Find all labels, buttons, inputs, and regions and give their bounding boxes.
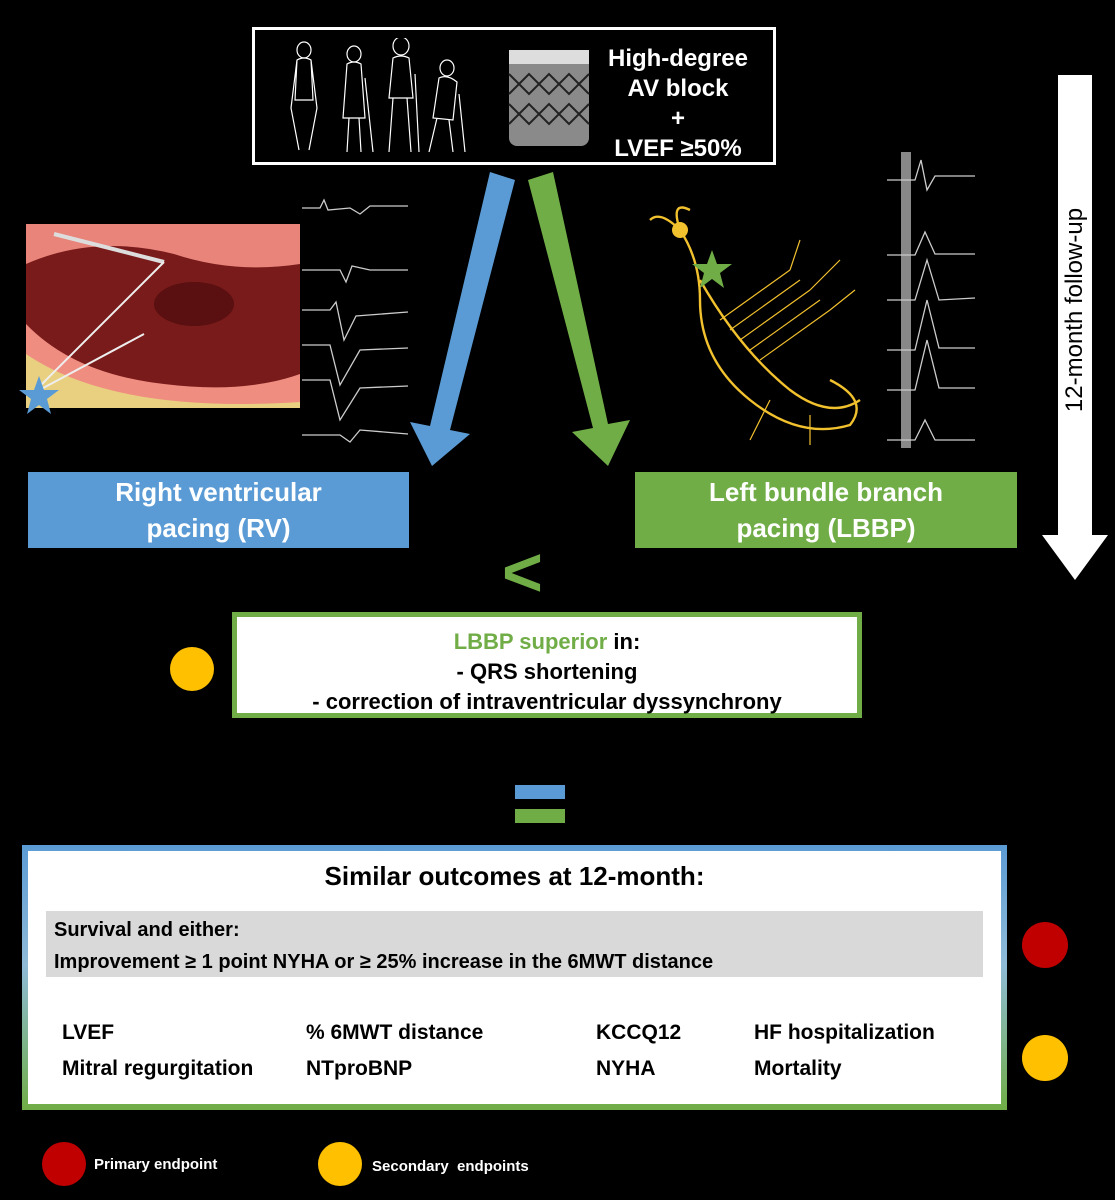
rv-heart-illustration: [19, 224, 300, 414]
secondary-item: HF hospitalization: [754, 1021, 935, 1044]
branch-arrows: [410, 172, 630, 466]
star-icon: [692, 250, 732, 288]
follow-up-arrow: [1042, 75, 1108, 580]
valve-illustration: [508, 50, 590, 146]
population-box: High-degree AV block + LVEF ≥50%: [252, 27, 776, 165]
star-icon: [19, 376, 59, 414]
primary-endpoint-band: Survival and either: Improvement ≥ 1 poi…: [46, 911, 983, 977]
lbbp-superior-highlight: LBBP superior: [453, 629, 608, 654]
outcomes-box: Similar outcomes at 12-month: Survival a…: [22, 845, 1007, 1110]
dyssynchrony-item: - correction of intraventricular dyssync…: [312, 689, 782, 714]
indication-text: High-degree AV block + LVEF ≥50%: [607, 45, 748, 162]
secondary-item: Mortality: [754, 1057, 842, 1080]
legend-secondary-label: Secondary endpoints: [372, 1158, 529, 1175]
green-arrow: [528, 172, 630, 466]
secondary-item: NTproBNP: [306, 1057, 413, 1080]
lbbp-superior-box: LBBP superior in: - QRS shortening - cor…: [232, 612, 862, 718]
legend-secondary-dot: [318, 1142, 362, 1186]
conduction-system-illustration: [649, 206, 861, 445]
secondary-item: KCCQ12: [596, 1021, 682, 1044]
elderly-people-illustration: [290, 38, 466, 153]
less-than-symbol: <: [502, 533, 543, 611]
secondary-item: LVEF: [62, 1021, 115, 1044]
secondary-item: % 6MWT distance: [306, 1021, 484, 1044]
lbbp-ecg-traces: [887, 152, 976, 448]
qrs-item: - QRS shortening: [456, 659, 638, 684]
secondary-endpoint-dot: [1022, 1035, 1068, 1081]
legend-primary-dot: [42, 1142, 86, 1186]
legend-primary-label: Primary endpoint: [94, 1156, 218, 1173]
outcomes-title: Similar outcomes at 12-month:: [324, 861, 705, 891]
secondary-item: NYHA: [596, 1057, 656, 1080]
equals-symbol: [515, 785, 565, 825]
secondary-endpoint-dot: [170, 647, 214, 691]
rv-ecg-traces: [302, 198, 409, 443]
primary-endpoint-dot: [1022, 922, 1068, 968]
blue-arrow: [410, 172, 515, 466]
secondary-item: Mitral regurgitation: [62, 1057, 254, 1080]
follow-up-label: 12-month follow-up: [1061, 207, 1088, 413]
